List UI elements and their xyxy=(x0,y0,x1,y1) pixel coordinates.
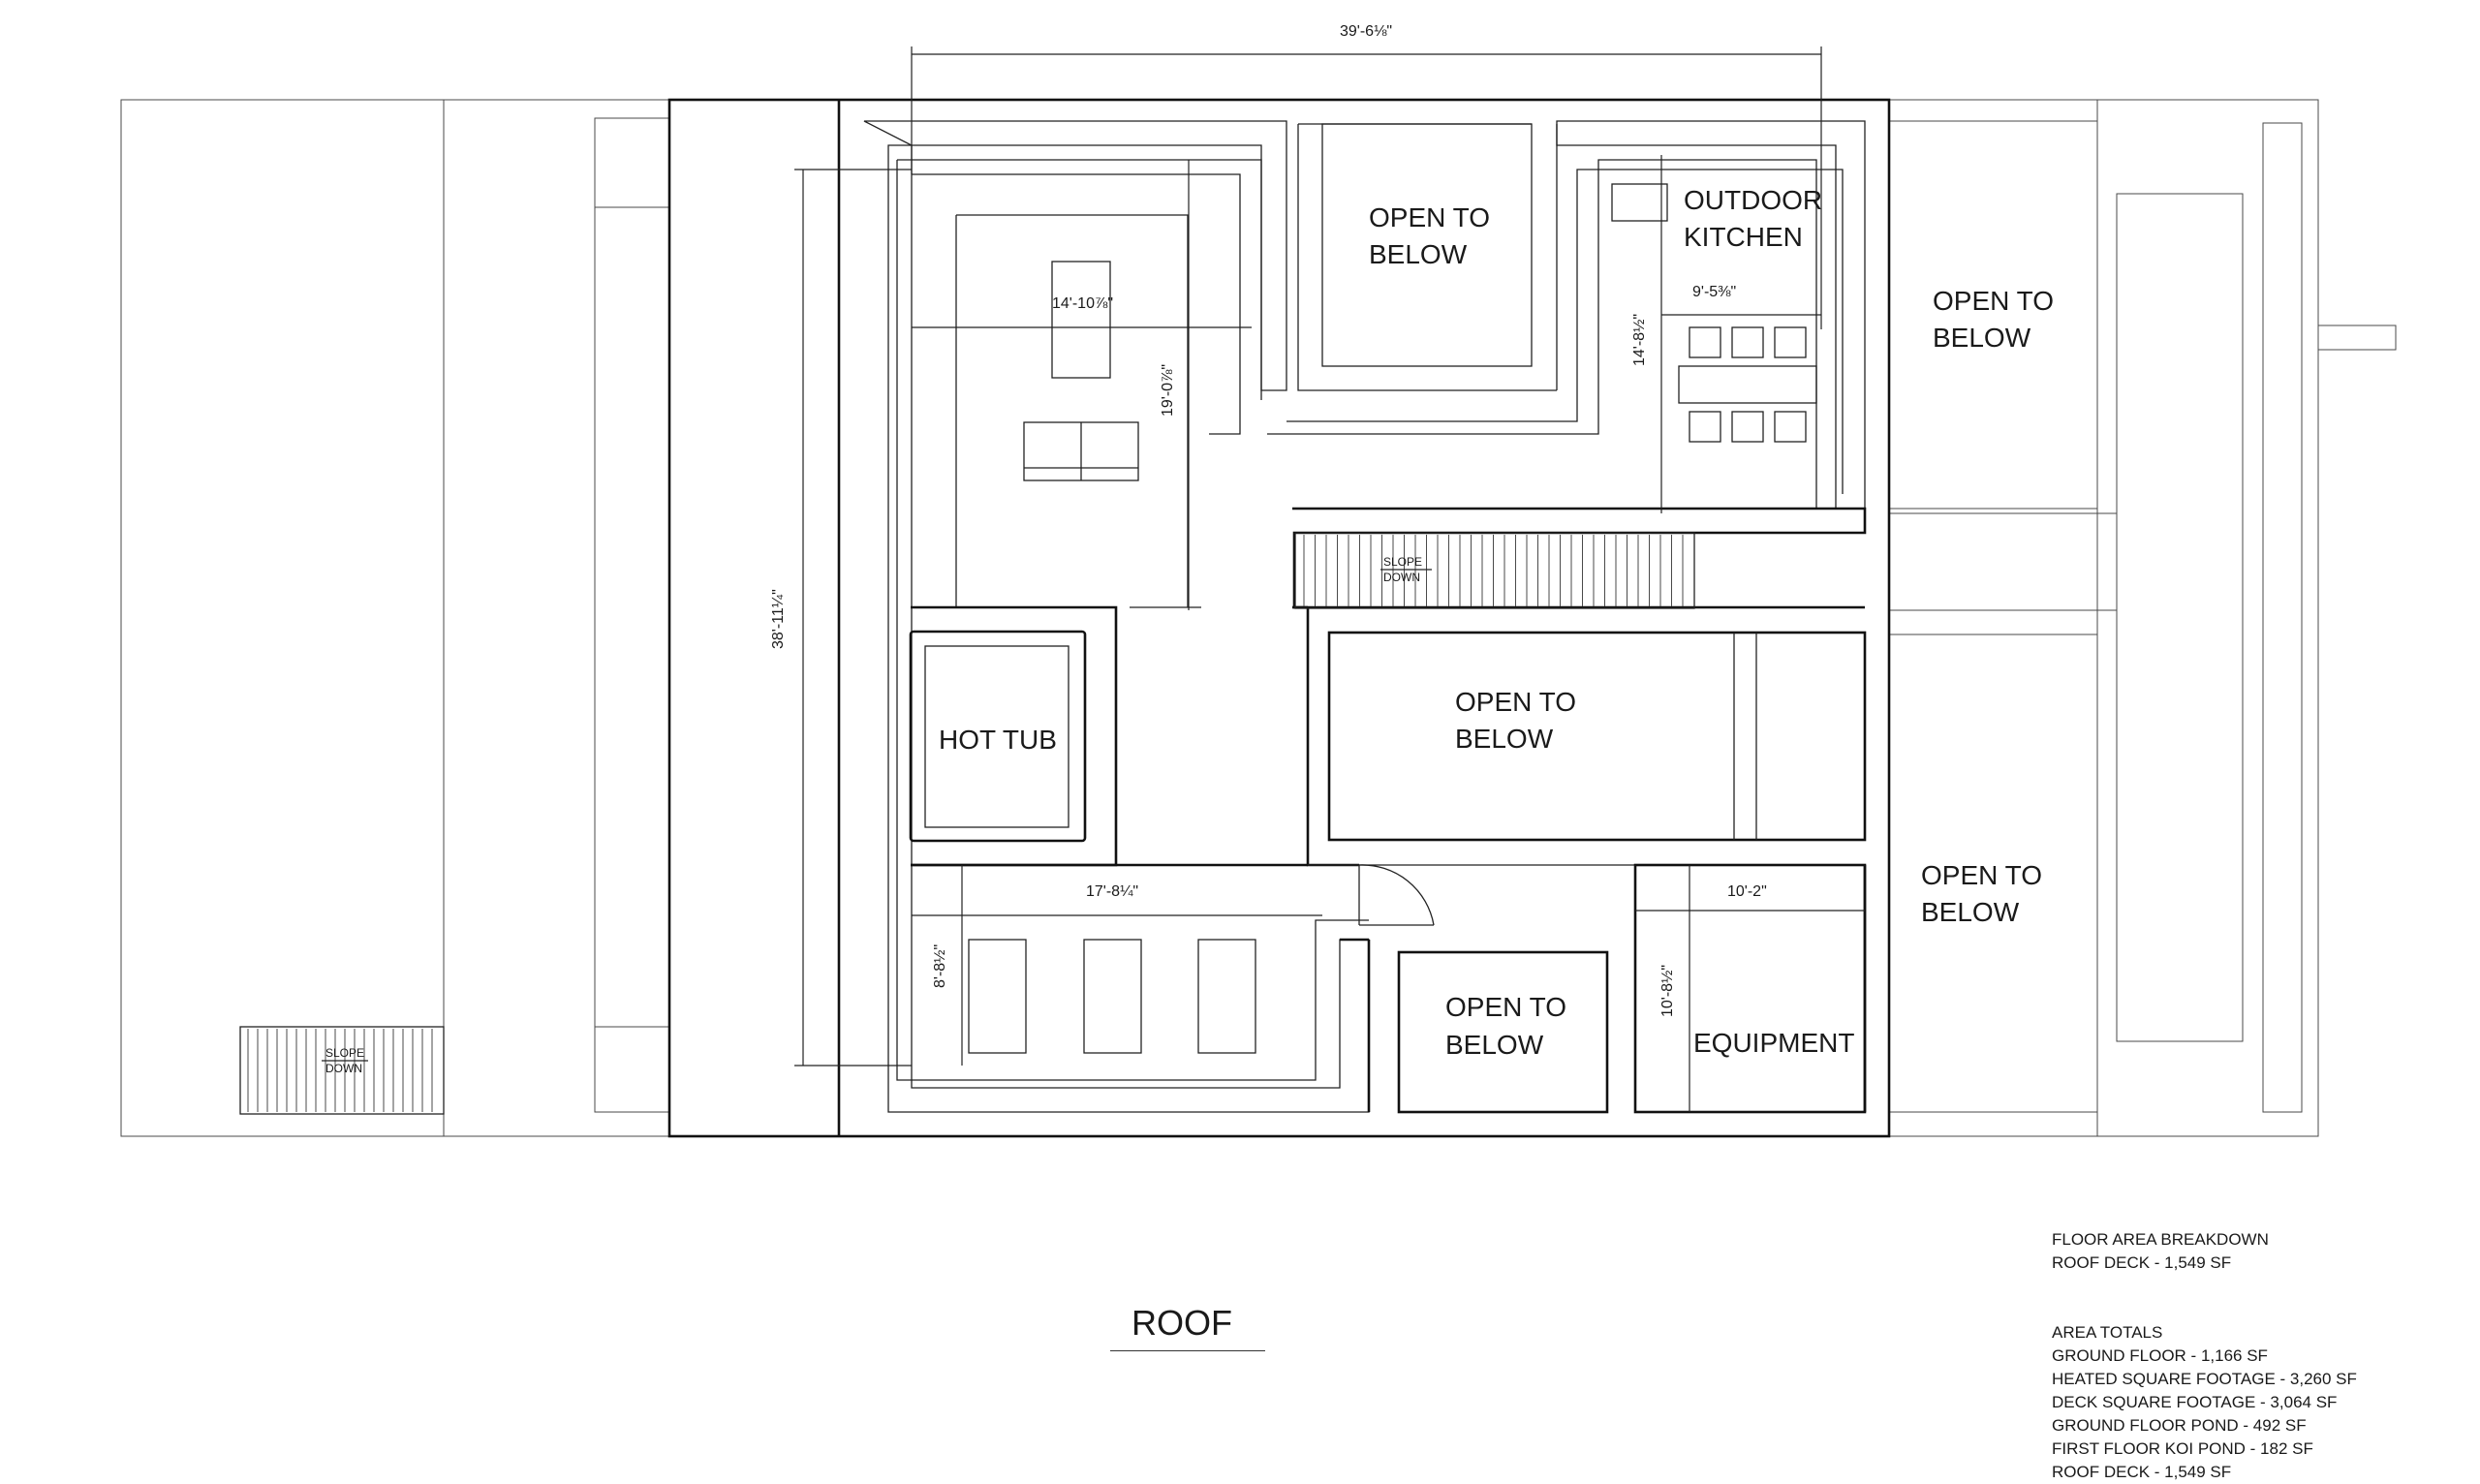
stair-left xyxy=(247,1029,433,1112)
hot-tub-label: HOT TUB xyxy=(939,725,1057,755)
area-totals-line: GROUND FLOOR - 1,166 SF xyxy=(2052,1346,2268,1365)
dimension-texts: 39'-6⅛" 38'-11¼" 14'-10⅞" 19'-0⅞" 9'-5⅜"… xyxy=(770,23,1767,1017)
title-underline xyxy=(1110,1350,1265,1351)
open-to-below-label: BELOW xyxy=(1445,1030,1544,1060)
area-totals-line: ROOF DECK - 1,549 SF xyxy=(2052,1463,2232,1481)
open-to-below-label: OPEN TO xyxy=(1933,286,2054,316)
lower-depth-dimension: 8'-8½" xyxy=(932,944,948,988)
equipment-width-dimension: 10'-2" xyxy=(1727,883,1767,900)
deck-walls xyxy=(667,98,1891,1138)
kitchen-width-dimension: 9'-5⅜" xyxy=(1692,284,1736,300)
slope-label: SLOPE xyxy=(1383,555,1422,569)
slope-label: SLOPE xyxy=(326,1046,364,1060)
deck-width-dimension: 14'-10⅞" xyxy=(1052,295,1113,312)
stair-center xyxy=(1303,535,1684,606)
overall-width-dimension: 39'-6⅛" xyxy=(1340,23,1392,40)
open-to-below-label: BELOW xyxy=(1455,724,1554,754)
equipment-label: EQUIPMENT xyxy=(1693,1028,1854,1058)
deck-depth-dimension: 19'-0⅞" xyxy=(1160,364,1176,417)
room-labels: OPEN TO BELOW OUTDOOR KITCHEN OPEN TO BE… xyxy=(939,185,2054,1060)
bottom-openings xyxy=(911,863,1867,1114)
area-totals-line: FIRST FLOOR KOI POND - 182 SF xyxy=(2052,1439,2313,1458)
area-totals-line: HEATED SQUARE FOOTAGE - 3,260 SF xyxy=(2052,1370,2357,1388)
floor-area-line: ROOF DECK - 1,549 SF xyxy=(2052,1253,2232,1272)
overall-depth-dimension: 38'-11¼" xyxy=(770,589,787,649)
lower-width-dimension: 17'-8¼" xyxy=(1086,883,1138,900)
slope-label: DOWN xyxy=(1383,571,1420,584)
area-totals: AREA TOTALS GROUND FLOOR - 1,166 SF HEAT… xyxy=(2052,1321,2357,1484)
slope-labels: SLOPE DOWN SLOPE DOWN xyxy=(322,555,1432,1075)
floor-area-heading: FLOOR AREA BREAKDOWN xyxy=(2052,1230,2269,1249)
open-to-below-label: OPEN TO xyxy=(1369,202,1490,232)
open-to-below-label: BELOW xyxy=(1369,239,1468,269)
drawing-title: ROOF xyxy=(1132,1303,1232,1343)
open-to-below-label: BELOW xyxy=(1933,323,2031,353)
area-totals-heading: AREA TOTALS xyxy=(2052,1323,2163,1342)
open-to-below-label: OPEN TO xyxy=(1921,860,2042,890)
center-opening xyxy=(1292,507,1867,926)
open-to-below-label: BELOW xyxy=(1921,897,2020,927)
slope-label: DOWN xyxy=(326,1062,362,1075)
outdoor-kitchen-label: OUTDOOR xyxy=(1684,185,1822,215)
open-to-below-label: OPEN TO xyxy=(1455,687,1576,717)
area-totals-line: DECK SQUARE FOOTAGE - 3,064 SF xyxy=(2052,1393,2338,1411)
dimension-lines xyxy=(794,46,1865,1112)
furniture xyxy=(968,183,1817,1054)
floor-area-breakdown: FLOOR AREA BREAKDOWN ROOF DECK - 1,549 S… xyxy=(2052,1228,2269,1275)
equipment-depth-dimension: 10'-8½" xyxy=(1659,965,1676,1017)
kitchen-depth-dimension: 14'-8½" xyxy=(1631,314,1648,366)
area-totals-line: GROUND FLOOR POND - 492 SF xyxy=(2052,1416,2307,1435)
open-to-below-label: OPEN TO xyxy=(1445,992,1566,1022)
outdoor-kitchen-label: KITCHEN xyxy=(1684,222,1803,252)
outer-frame xyxy=(120,99,2397,1137)
